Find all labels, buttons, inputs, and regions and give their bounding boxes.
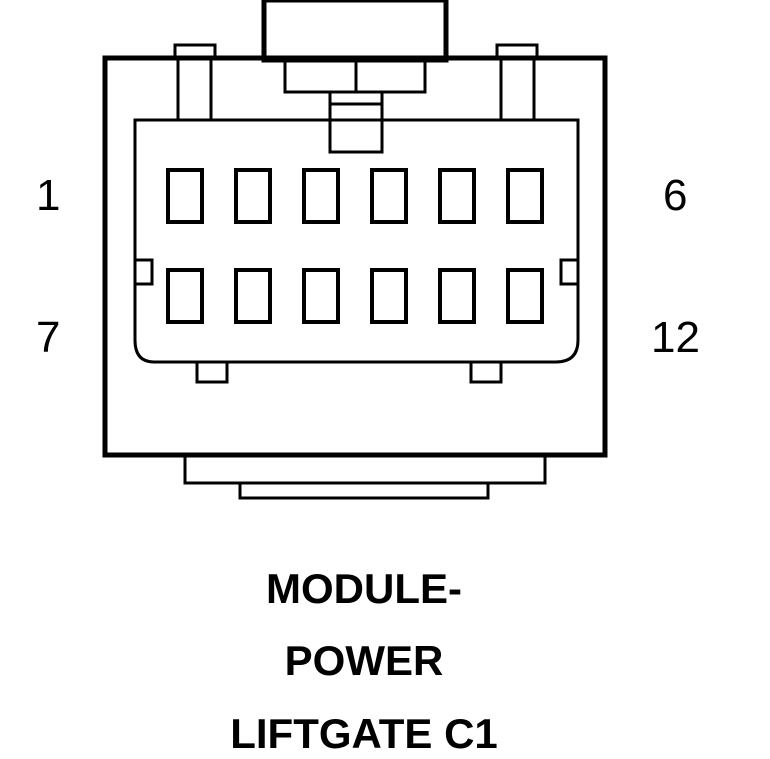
bottom-right-notch [469, 360, 503, 384]
rear-base-lip [238, 481, 490, 500]
pin-cavity-3 [302, 168, 340, 224]
pin-label-1: 1 [36, 171, 60, 220]
pin-cavity-2 [234, 168, 272, 224]
right-guide-post [499, 56, 536, 122]
pin-cavity-6 [506, 168, 544, 224]
caption-line-2: POWER [285, 637, 444, 684]
pin-cavity-10 [370, 268, 408, 324]
pin-cavity-4 [370, 168, 408, 224]
bottom-left-notch [195, 360, 229, 384]
pin-label-6: 6 [663, 171, 687, 220]
pin-cavity-11 [438, 268, 476, 324]
left-guide-post [176, 56, 213, 122]
top-tab-latch [328, 90, 384, 154]
pin-cavity-5 [438, 168, 476, 224]
pin-cavity-12 [506, 268, 544, 324]
inner-cavity-outline [133, 118, 580, 364]
pin-label-7: 7 [36, 313, 60, 362]
top-locking-tab [261, 0, 449, 63]
caption-line-1: MODULE- [266, 565, 462, 612]
pin-cavity-7 [166, 268, 204, 324]
left-key [133, 258, 154, 286]
pin-cavities [166, 168, 544, 324]
connector-housing [102, 55, 608, 458]
pin-label-12: 12 [651, 313, 700, 362]
caption-line-3: LIFTGATE C1 [230, 710, 498, 757]
right-key [559, 258, 580, 286]
pin-cavity-9 [302, 268, 340, 324]
rear-base [183, 453, 547, 485]
pin-cavity-1 [166, 168, 204, 224]
pin-cavity-8 [234, 268, 272, 324]
